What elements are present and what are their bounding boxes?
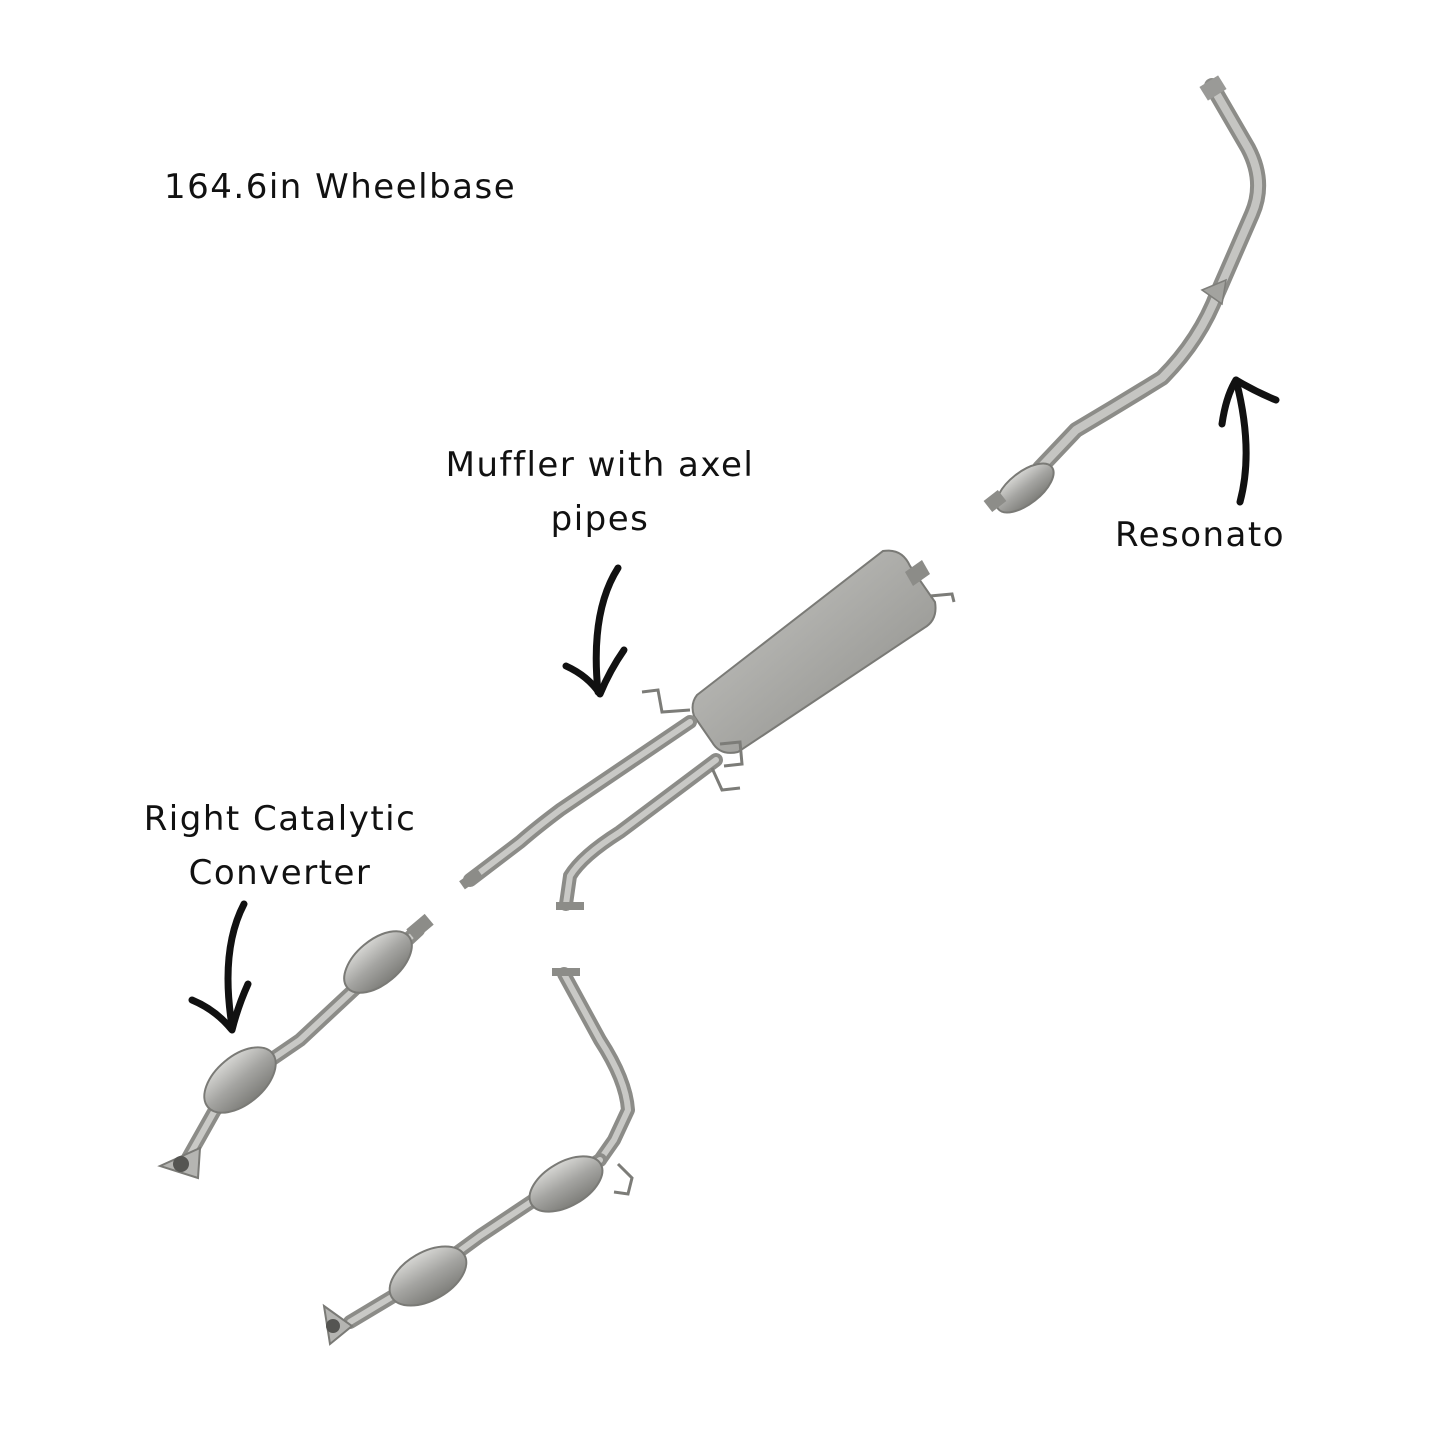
muffler-label-line1: Muffler with axel [445, 445, 755, 485]
cat-label-line2: Converter [188, 853, 372, 893]
muffler-label-line2: pipes [550, 499, 650, 539]
resonator-tailpipe [983, 75, 1267, 514]
curved-arrow-down-icon [188, 900, 252, 1034]
muffler [691, 549, 956, 768]
cat-label-line1: Right Catalytic [143, 799, 417, 839]
catalytic-converter-label: Right Catalytic Converter [110, 792, 450, 900]
resonator-label: Resonato [1114, 515, 1286, 555]
wheelbase-title: 164.6in Wheelbase [164, 167, 517, 207]
resonator-body [983, 462, 1055, 514]
muffler-label: Muffler with axel pipes [420, 438, 780, 546]
curved-arrow-up-icon [1218, 376, 1280, 506]
axle-pipe-upper [459, 688, 697, 890]
curved-arrow-down-icon [562, 564, 628, 698]
left-catalytic-converter [322, 967, 635, 1346]
axle-pipe-lower [556, 753, 741, 911]
right-catalytic-converter [157, 913, 434, 1180]
